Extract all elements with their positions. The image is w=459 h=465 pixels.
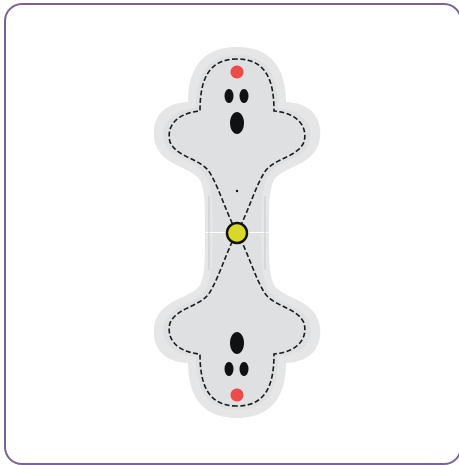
bottom-ghost [154,232,320,418]
top-ghost-mouth [230,112,244,134]
center-node[interactable] [227,223,247,243]
bottom-red-marker[interactable] [231,389,244,402]
top-ghost-dot [236,190,238,192]
bottom-ghost-body [163,233,311,410]
top-ghost [154,47,320,233]
bottom-ghost-right-eye [240,362,249,376]
top-ghost-left-eye [225,89,234,103]
bottom-ghost-left-eye [225,362,234,376]
bottom-ghost-mouth [230,332,244,354]
top-ghost-body [163,55,311,232]
top-red-marker[interactable] [231,66,244,79]
top-ghost-right-eye [240,89,249,103]
